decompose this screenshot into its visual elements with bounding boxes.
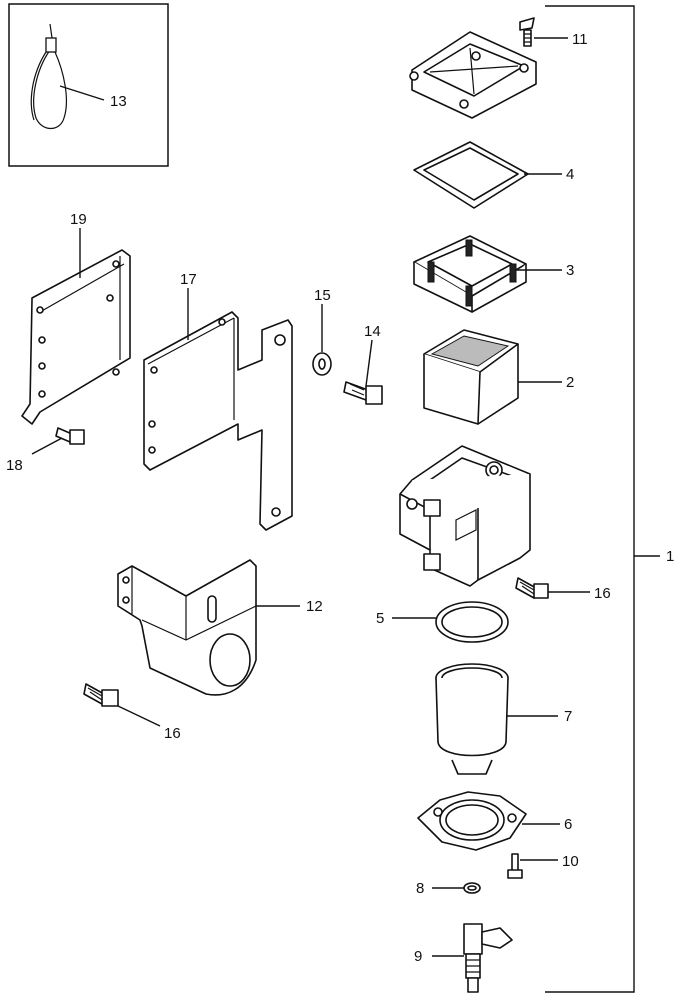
- assembly-bracket-line: [545, 5, 660, 993]
- label-2: 2: [566, 374, 574, 391]
- label-8: 8: [416, 880, 424, 897]
- label-16-left: 16: [164, 725, 181, 742]
- bracket-part-17: [143, 311, 293, 531]
- label-13: 13: [110, 93, 127, 110]
- label-6: 6: [564, 816, 572, 833]
- label-17: 17: [180, 271, 197, 288]
- label-10: 10: [562, 853, 579, 870]
- cover-housing: [409, 31, 537, 119]
- label-12: 12: [306, 598, 323, 615]
- label-11: 11: [572, 31, 588, 48]
- wing-screw-part-11: [519, 17, 535, 47]
- washer-part-15: [312, 352, 332, 376]
- bowl-part-7: [435, 663, 509, 775]
- label-19: 19: [70, 211, 87, 228]
- bolt-part-16-right: [515, 577, 549, 599]
- bolt-part-14: [343, 381, 383, 405]
- label-4: 4: [566, 166, 574, 183]
- label-3: 3: [566, 262, 574, 279]
- gasket-part-4: [413, 141, 529, 209]
- screw-part-10: [507, 853, 523, 879]
- label-5: 5: [376, 610, 384, 627]
- o-ring-part-5: [435, 601, 509, 643]
- label-16-right: 16: [594, 585, 611, 602]
- label-7: 7: [564, 708, 572, 725]
- inset-box: [8, 3, 169, 167]
- strap-part-13: [30, 23, 67, 130]
- label-1: 1: [666, 548, 674, 565]
- label-14: 14: [364, 323, 381, 340]
- label-9: 9: [414, 948, 422, 965]
- washer-part-8: [463, 882, 481, 894]
- leader-lines: [31, 37, 590, 957]
- bolt-part-16-left: [83, 683, 119, 707]
- drain-valve-part-9: [463, 923, 513, 993]
- bolt-part-18: [55, 427, 85, 445]
- support-part-12: [117, 559, 257, 696]
- plate-part-19: [21, 249, 131, 425]
- part-labels: 1 2 3 4 5 6 7 8 9 10 11 12 13 14 15 16 1…: [6, 31, 674, 965]
- filter-element-part-2: [423, 329, 519, 425]
- filter-body: [399, 445, 531, 587]
- retainer-ring-part-6: [417, 791, 527, 851]
- label-18: 18: [6, 457, 23, 474]
- label-15: 15: [314, 287, 331, 304]
- filter-frame-part-3: [413, 235, 527, 313]
